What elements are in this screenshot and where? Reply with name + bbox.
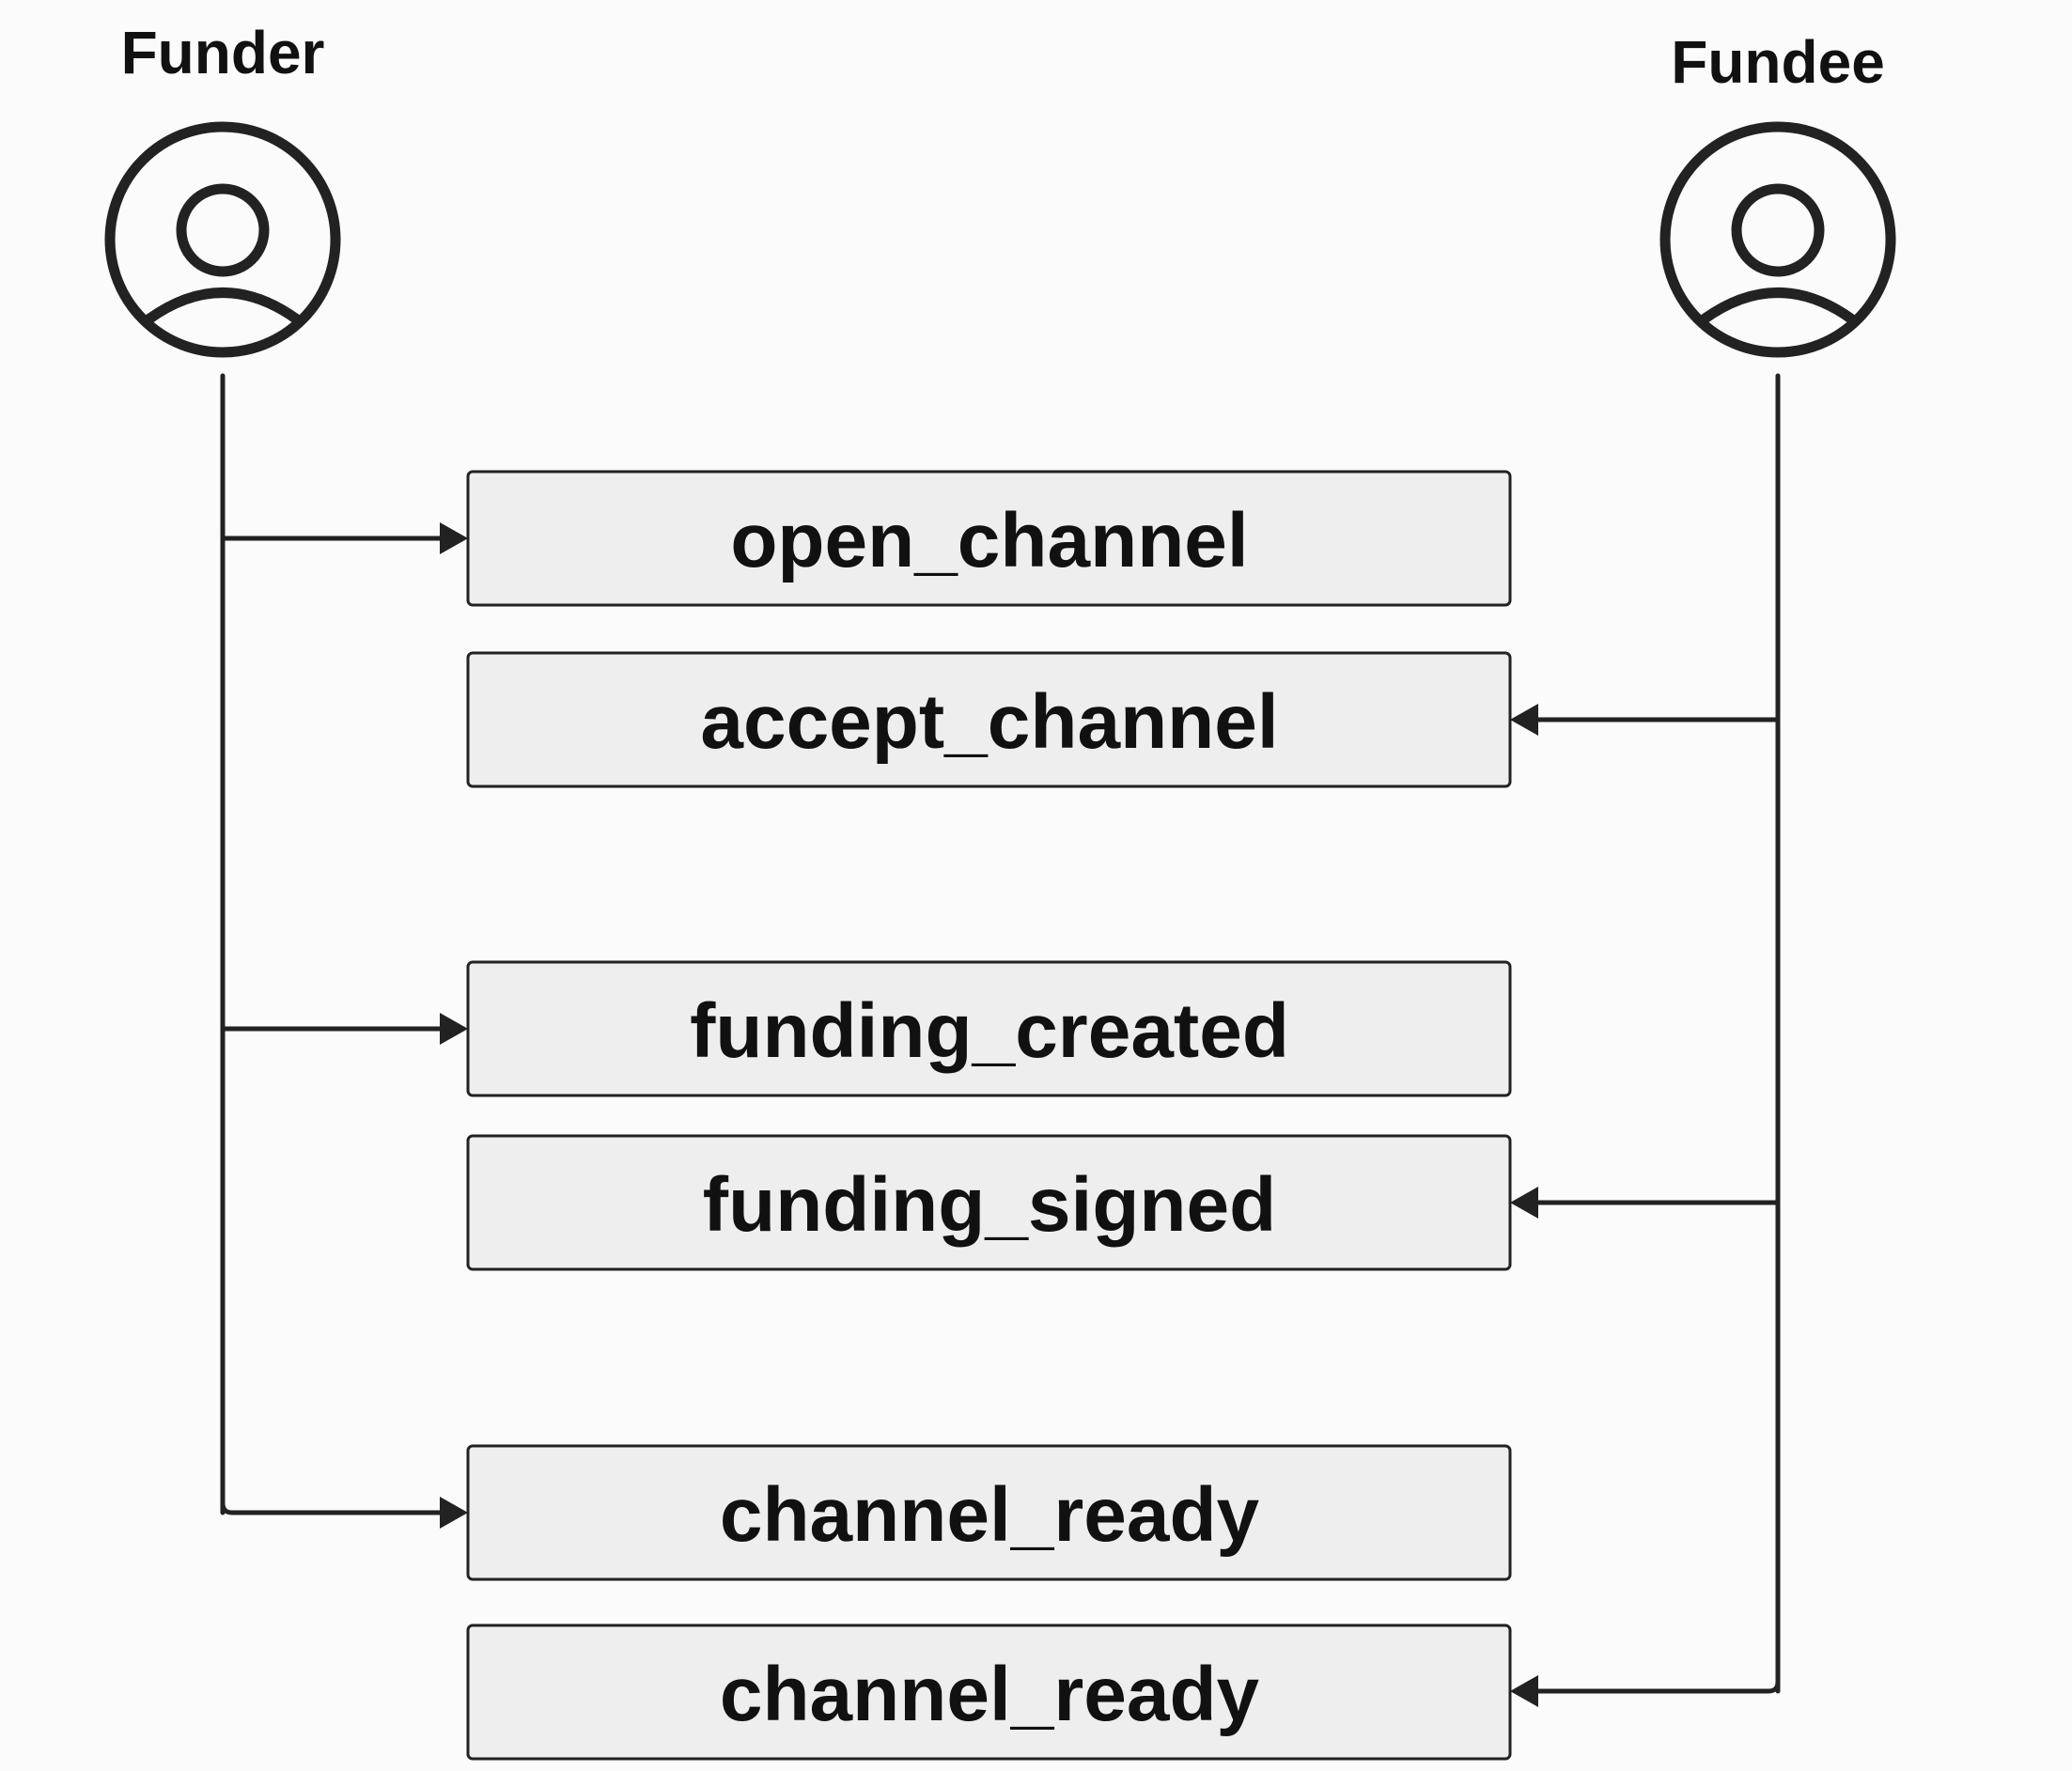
message-label: accept_channel bbox=[700, 679, 1278, 765]
message-box bbox=[466, 651, 1512, 788]
message-open-channel: open_channel bbox=[220, 470, 1512, 607]
message-box bbox=[466, 1623, 1512, 1761]
message-funding-signed: funding_signed bbox=[466, 1134, 1781, 1271]
arrowhead-right bbox=[440, 1013, 468, 1045]
arrowhead-right bbox=[440, 522, 468, 554]
message-label: open_channel bbox=[730, 498, 1248, 583]
message-accept-channel: accept_channel bbox=[466, 651, 1781, 788]
arrowhead-left bbox=[1510, 704, 1538, 736]
actor-funder: Funder bbox=[104, 19, 341, 358]
actor-fundee-label: Fundee bbox=[1671, 28, 1885, 96]
message-arrow-line bbox=[1532, 1679, 1781, 1694]
message-box bbox=[466, 470, 1512, 607]
message-box bbox=[466, 1444, 1512, 1581]
message-arrow-line bbox=[220, 1500, 446, 1515]
message-label: channel_ready bbox=[720, 1472, 1260, 1558]
arrowhead-left bbox=[1510, 1675, 1538, 1707]
user-circle-icon bbox=[104, 121, 341, 358]
message-box bbox=[466, 1134, 1512, 1271]
arrowhead-left bbox=[1510, 1187, 1538, 1219]
actor-funder-label: Funder bbox=[121, 19, 325, 86]
message-box bbox=[466, 960, 1512, 1097]
actor-fundee: Fundee bbox=[1659, 28, 1896, 358]
message-channel-ready-funder: channel_ready bbox=[220, 1444, 1512, 1581]
message-funding-created: funding_created bbox=[220, 960, 1512, 1097]
message-label: channel_ready bbox=[720, 1652, 1260, 1737]
user-circle-icon bbox=[1659, 121, 1896, 358]
message-channel-ready-fundee: channel_ready bbox=[466, 1623, 1781, 1761]
message-label: funding_signed bbox=[703, 1162, 1276, 1248]
arrowhead-right bbox=[440, 1497, 468, 1529]
message-label: funding_created bbox=[690, 988, 1289, 1074]
